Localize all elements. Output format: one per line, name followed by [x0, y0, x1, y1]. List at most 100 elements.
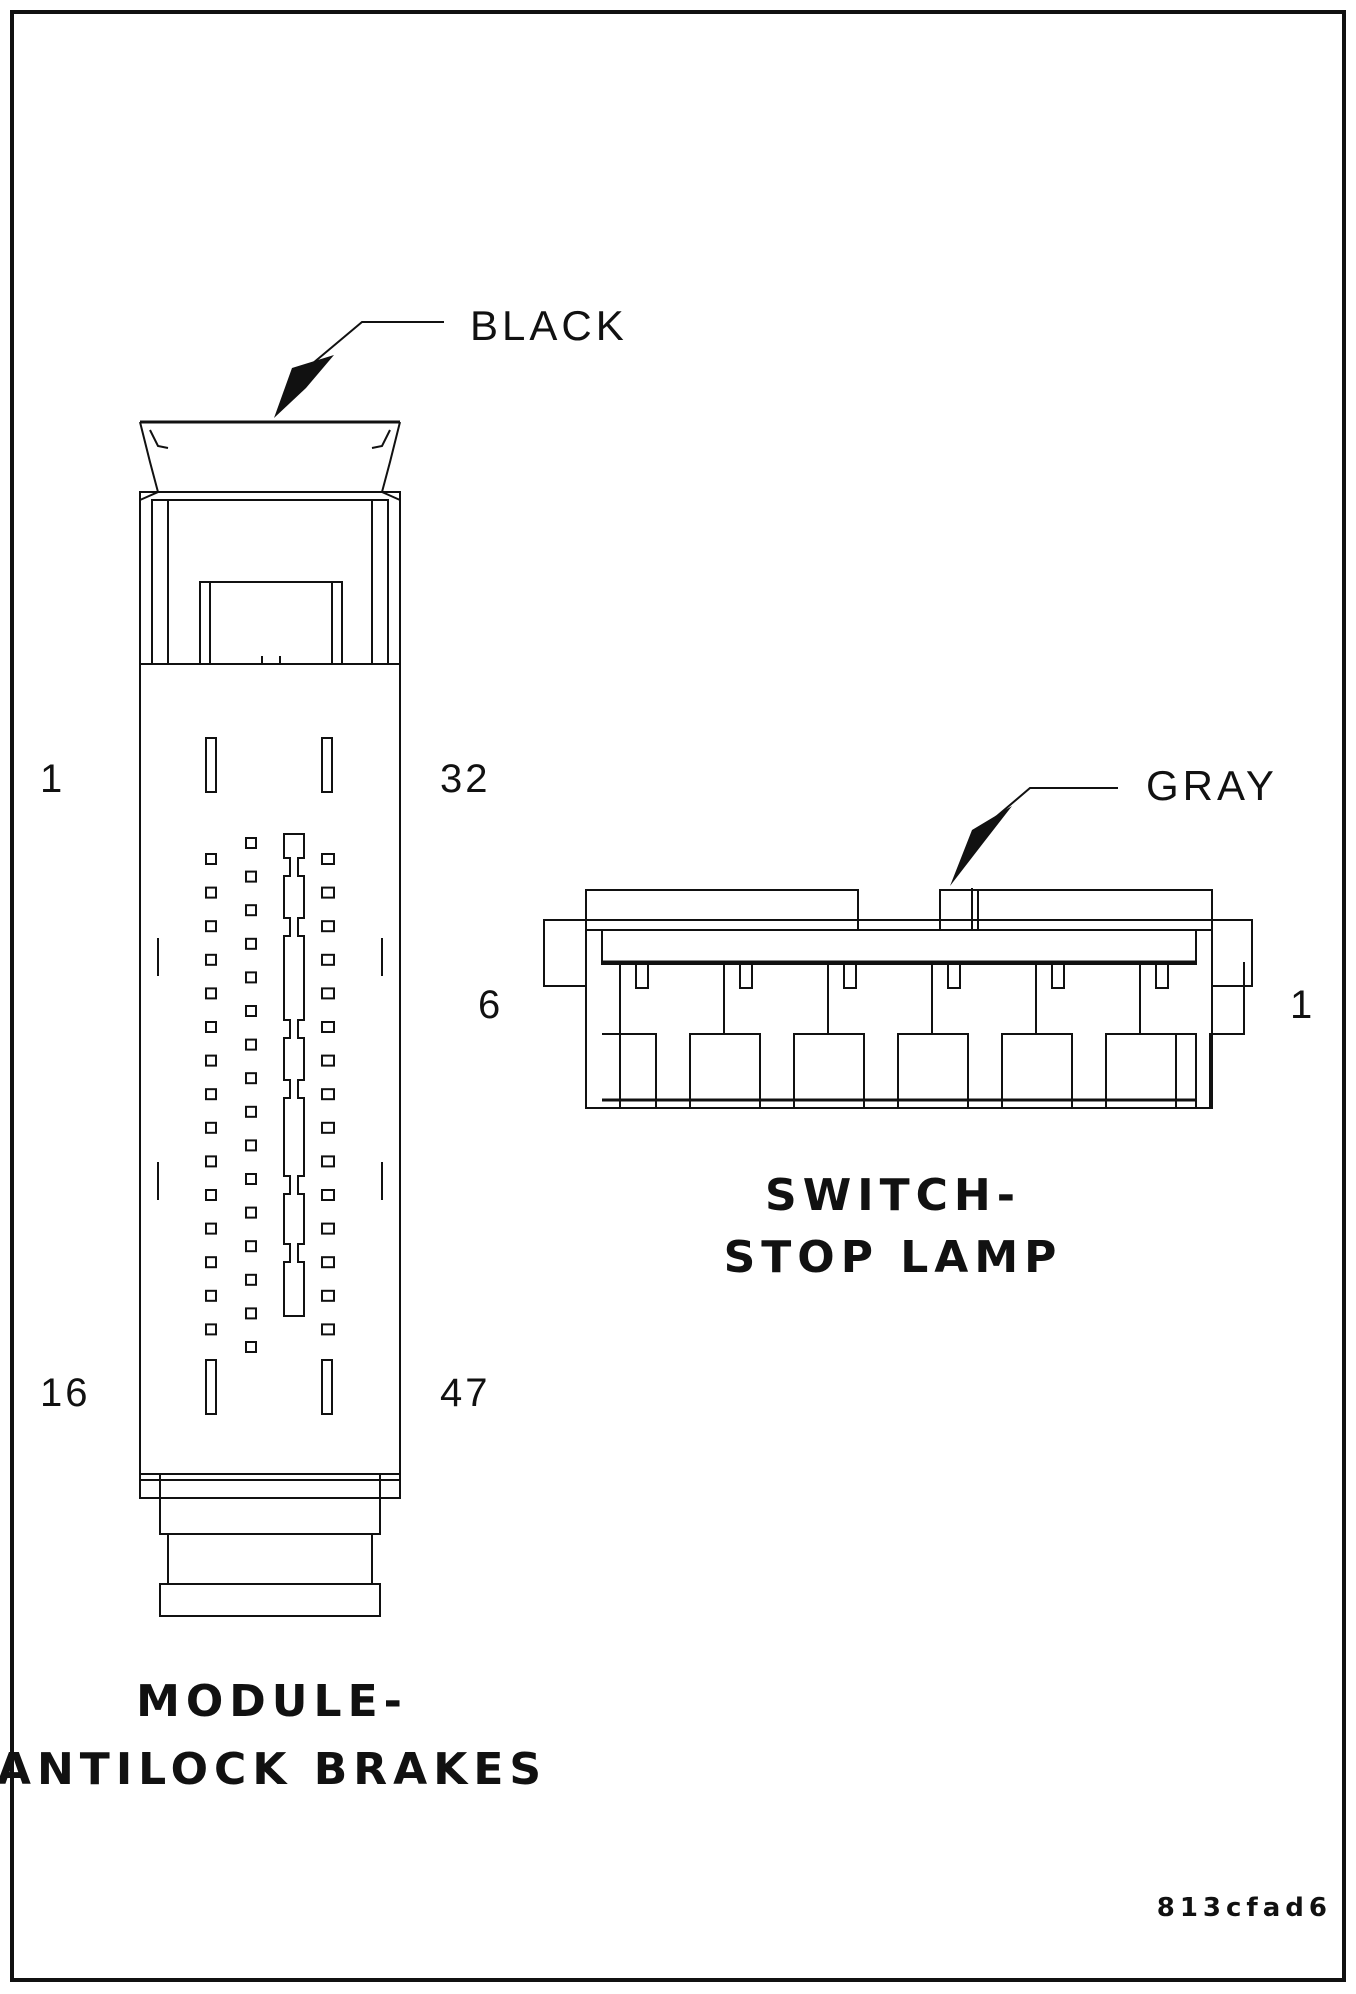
switch-terminal-latch	[843, 961, 857, 989]
abs-connector-drawing	[139, 321, 444, 1617]
switch-terminal-cavity	[827, 962, 933, 1109]
switch-terminal-latch	[1051, 961, 1065, 989]
switch-terminal-cavity	[602, 1033, 621, 1109]
abs-wire-color: BLACK	[470, 302, 628, 349]
abs-pin-label-32: 32	[440, 757, 491, 801]
abs-title-line1: MODULE-	[136, 1676, 408, 1727]
abs-pin-cavity	[245, 1105, 257, 1118]
black-callout-leader	[299, 321, 444, 375]
abs-lock-window	[199, 581, 343, 665]
abs-pin-cavities	[205, 837, 335, 1353]
abs-latch-hooks	[139, 421, 401, 501]
switch-pin-label-6: 6	[478, 983, 503, 1027]
abs-pin-cavity	[321, 1256, 335, 1269]
abs-pin-cavity	[321, 1021, 335, 1033]
abs-side-ticks	[157, 938, 383, 1200]
abs-bottom-collar	[159, 1473, 381, 1535]
switch-terminal-cavity	[1035, 962, 1141, 1109]
abs-bottom-flange	[139, 1473, 401, 1499]
abs-pin-cavity	[205, 1121, 217, 1134]
abs-pin-cavity	[205, 1155, 217, 1168]
switch-terminal-cavity	[1176, 1033, 1197, 1108]
abs-key-slot	[205, 737, 217, 793]
switch-right-ear	[1211, 919, 1253, 987]
abs-pin-cavity	[205, 920, 217, 933]
abs-pin-cavity	[245, 937, 257, 950]
switch-title-line1: SWITCH-	[765, 1170, 1021, 1221]
abs-pin-cavity	[245, 1206, 257, 1219]
abs-pin-cavity	[321, 920, 335, 933]
abs-pin-cavity	[245, 1307, 257, 1320]
abs-pin-cavity	[321, 987, 335, 1000]
abs-center-rib	[283, 833, 305, 1317]
switch-terminal-cavity	[931, 962, 1037, 1109]
abs-pin-cavity	[321, 1323, 335, 1336]
abs-pin-cavity	[321, 1189, 335, 1201]
abs-pin-cavity	[205, 1021, 217, 1033]
abs-pin-cavity	[321, 853, 335, 865]
abs-pin-cavity	[321, 1054, 335, 1067]
abs-pin-cavity	[245, 1139, 257, 1152]
abs-pin-cavity	[205, 1256, 217, 1269]
abs-pin-cavity	[321, 1121, 335, 1134]
abs-pin-cavity	[321, 886, 335, 899]
abs-pin-cavity	[245, 904, 257, 917]
abs-pin-cavity	[245, 1273, 257, 1286]
abs-pin-cavity	[205, 886, 217, 899]
switch-terminal-cavities	[602, 961, 1245, 1109]
gray-callout-leader	[989, 787, 1118, 823]
switch-terminal-latch	[635, 961, 649, 989]
gray-callout-arrowhead	[950, 806, 1012, 886]
abs-pin-cavity	[245, 1005, 257, 1017]
abs-pin-cavity	[205, 953, 217, 966]
abs-title-line2: ANTILOCK BRAKES	[0, 1744, 547, 1795]
abs-key-slot	[321, 1359, 333, 1415]
abs-pin-cavity	[205, 1189, 217, 1201]
switch-terminal-cavity	[1139, 962, 1245, 1109]
switch-top-right-block	[977, 889, 1213, 931]
switch-top-left-block	[585, 889, 859, 931]
abs-bottom-boot	[167, 1533, 373, 1585]
abs-pin-cavity	[205, 1323, 217, 1336]
switch-top-rail	[601, 929, 1197, 965]
switch-terminal-cavity	[619, 962, 725, 1109]
switch-terminal-latch	[739, 961, 753, 989]
abs-pin-cavity	[321, 1289, 335, 1302]
abs-pin-cavity	[245, 1072, 257, 1085]
abs-pin-cavity	[205, 1222, 217, 1235]
abs-key-slot	[205, 1359, 217, 1415]
abs-pin-cavity	[245, 870, 257, 883]
abs-latch-tabs	[149, 429, 391, 449]
switch-terminal-latch	[1155, 961, 1169, 989]
switch-terminal-latch	[947, 961, 961, 989]
abs-pin-cavity	[321, 953, 335, 966]
figure-id: 813cfad6	[1157, 1893, 1332, 1923]
abs-pin-cavity	[205, 1054, 217, 1067]
switch-connector-drawing	[543, 787, 1253, 1109]
abs-pin-cavity	[205, 853, 217, 865]
abs-pin-cavity	[245, 1341, 257, 1353]
switch-title-line2: STOP LAMP	[724, 1232, 1063, 1283]
abs-pin-cavity	[245, 837, 257, 849]
switch-terminal-cavity	[723, 962, 829, 1109]
abs-lock-window-details	[209, 582, 333, 664]
abs-pin-cavity	[245, 1173, 257, 1185]
abs-key-slot	[321, 737, 333, 793]
abs-pin-cavity	[321, 1155, 335, 1168]
abs-pin-cavity	[205, 1289, 217, 1302]
abs-pin-cavity	[245, 1240, 257, 1253]
abs-pin-cavity	[205, 1088, 217, 1101]
abs-pin-cavity	[321, 1222, 335, 1235]
abs-pin-cavity	[245, 971, 257, 984]
abs-pin-label-16: 16	[40, 1371, 91, 1415]
abs-pin-label-1: 1	[40, 757, 65, 801]
abs-body	[139, 663, 401, 1481]
abs-pin-cavity	[245, 1038, 257, 1051]
abs-bottom-cap	[159, 1583, 381, 1617]
switch-pin-label-1: 1	[1290, 983, 1315, 1027]
abs-pin-label-47: 47	[440, 1371, 491, 1415]
abs-pin-cavity	[321, 1088, 335, 1101]
page-border	[10, 10, 1346, 1982]
switch-wire-color: GRAY	[1146, 762, 1278, 809]
